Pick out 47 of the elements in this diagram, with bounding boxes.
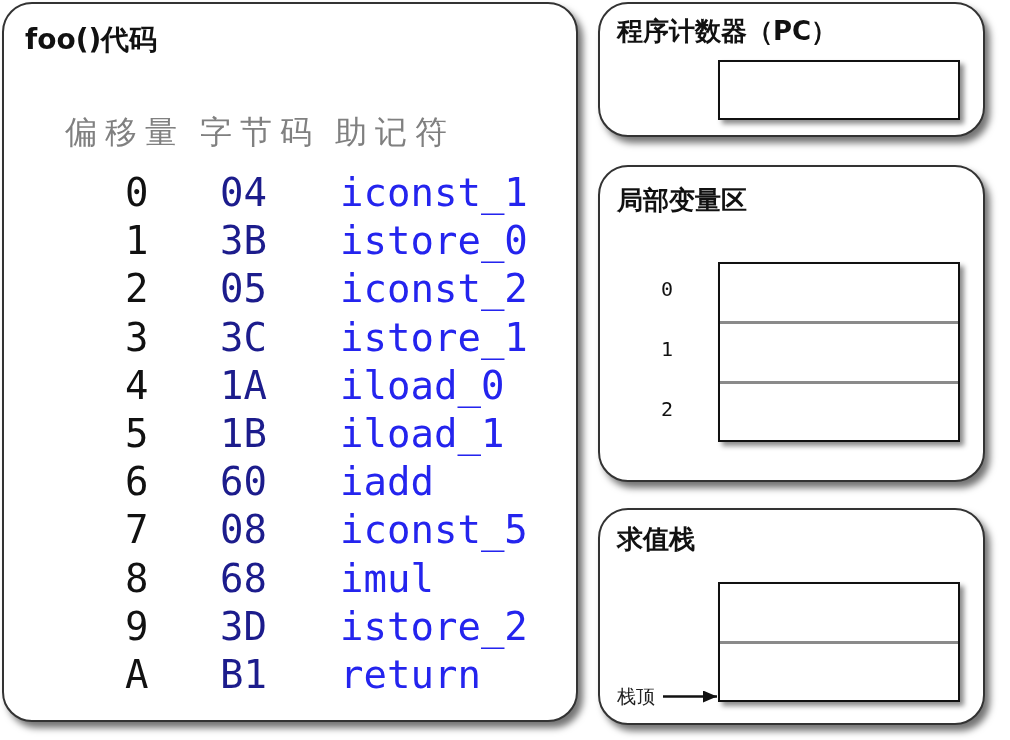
offset-value: 4 [125, 365, 149, 405]
mnemonic: istore_0 [340, 221, 528, 261]
column-header: 字节码 [200, 116, 320, 148]
opcode-value: 3B [220, 221, 267, 261]
opcode-value: 3D [220, 606, 267, 646]
slot-stack [718, 262, 960, 442]
column-header: 助记符 [335, 116, 455, 148]
opcode-value: 05 [220, 269, 267, 309]
mnemonic: return [340, 655, 481, 694]
register-box [718, 60, 960, 120]
offset-value: 9 [125, 606, 149, 646]
offset-value: 5 [125, 414, 149, 453]
pointer-label: 栈顶 [617, 687, 655, 706]
opcode-value: 08 [220, 510, 267, 550]
panel-title: 程序计数器（PC） [617, 18, 838, 44]
offset-value: 1 [125, 221, 149, 261]
offset-value: 8 [125, 558, 149, 598]
panel-title: 求值栈 [617, 526, 695, 552]
mnemonic: iconst_5 [340, 510, 528, 550]
panel-title: foo()代码 [25, 26, 158, 54]
rounded-panel [598, 508, 985, 725]
arrow [663, 690, 717, 703]
offset-value: 0 [125, 173, 149, 212]
opcode-value: 60 [220, 462, 267, 502]
panel-title: 局部变量区 [617, 187, 747, 213]
offset-value: A [125, 655, 149, 694]
slot-stack [718, 582, 960, 702]
rounded-panel [598, 2, 985, 137]
offset-value: 2 [125, 269, 149, 309]
mnemonic: iadd [340, 462, 434, 502]
opcode-value: B1 [220, 655, 267, 694]
mnemonic: imul [340, 558, 434, 598]
offset-value: 6 [125, 462, 149, 502]
offset-value: 7 [125, 510, 149, 550]
slot-index: 0 [661, 279, 674, 299]
opcode-value: 04 [220, 173, 267, 212]
opcode-value: 1B [220, 414, 267, 453]
opcode-value: 1A [220, 365, 267, 405]
slot-index: 2 [661, 399, 674, 419]
offset-value: 3 [125, 317, 149, 357]
rounded-panel [2, 2, 578, 722]
opcode-value: 3C [220, 317, 267, 357]
rounded-panel [598, 165, 985, 482]
column-header: 偏移量 [65, 116, 185, 148]
slot-index: 1 [661, 339, 674, 359]
opcode-value: 68 [220, 558, 267, 598]
mnemonic: iconst_2 [340, 269, 528, 309]
